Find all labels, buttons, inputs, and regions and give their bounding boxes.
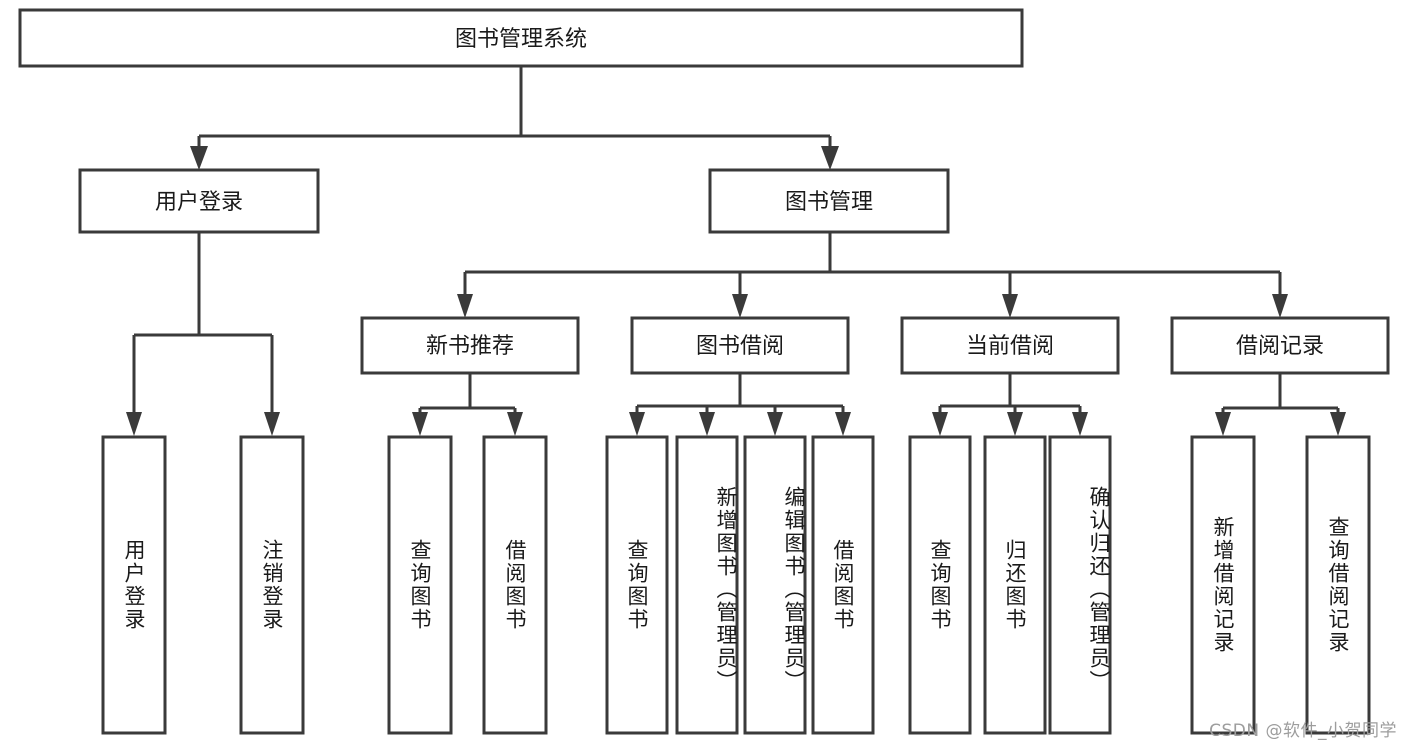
node-user-login[interactable]: 用户登录: [78, 168, 320, 234]
node-user-login-box: [78, 168, 320, 234]
arrowhead-borrow-record: [1272, 294, 1288, 318]
leaf-borrow-book-recommend-label: 借阅图书: [503, 539, 528, 631]
leaf-add-borrow-record-label: 新增借阅记录: [1211, 516, 1236, 654]
arrowhead-leaf-return-book: [1007, 412, 1023, 436]
connectors-group: [126, 66, 1346, 436]
leaf-query-book-borrow-label: 查询图书: [625, 539, 650, 631]
leaf-query-book-borrow-box[interactable]: [605, 435, 669, 735]
leaf-user-login-label: 用户登录: [122, 539, 147, 631]
node-current-borrow-box: [900, 316, 1120, 375]
node-current-borrow[interactable]: 当前借阅: [900, 316, 1120, 375]
node-borrow-record[interactable]: 借阅记录: [1170, 316, 1390, 375]
leaf-query-book-current-box[interactable]: [908, 435, 972, 735]
leaf-query-borrow-record-box[interactable]: [1305, 435, 1371, 735]
leaf-confirm-return-admin-label: 确认归还（管理员）: [1087, 485, 1111, 693]
arrowhead-current-borrow: [1002, 294, 1018, 318]
arrowhead-book-borrow: [732, 294, 748, 318]
leaf-edit-book-admin-box[interactable]: [743, 435, 807, 735]
arrowhead-leaf-query-book-borrow: [629, 412, 645, 436]
arrowhead-leaf-user-logout: [264, 412, 280, 436]
leaf-query-book-recommend-label: 查询图书: [408, 539, 433, 631]
leaf-borrow-book-label: 借阅图书: [831, 539, 856, 631]
csdn-watermark: CSDN @软件_小贺同学: [1209, 721, 1397, 741]
node-root[interactable]: 图书管理系统: [18, 8, 1024, 68]
arrowhead-leaf-query-book-current: [932, 412, 948, 436]
node-borrow-record-label: 借阅记录: [1236, 334, 1324, 359]
leaf-boxes-group: [101, 435, 1371, 735]
node-book-management[interactable]: 图书管理: [708, 168, 950, 234]
node-new-book-recommend-box: [360, 316, 580, 375]
node-book-management-label: 图书管理: [785, 190, 873, 215]
node-new-book-recommend[interactable]: 新书推荐: [360, 316, 580, 375]
leaf-borrow-book-box[interactable]: [811, 435, 875, 735]
node-root-label: 图书管理系统: [455, 27, 587, 52]
leaf-add-book-admin-label: 新增图书（管理员）: [714, 485, 738, 693]
leaf-user-logout-box[interactable]: [239, 435, 305, 735]
leaf-query-book-recommend-box[interactable]: [387, 435, 453, 735]
leaf-return-book-box[interactable]: [983, 435, 1047, 735]
arrowhead-leaf-query-book-recommend: [412, 412, 428, 436]
node-borrow-record-box: [1170, 316, 1390, 375]
node-book-management-box: [708, 168, 950, 234]
node-root-box: [18, 8, 1024, 68]
leaf-edit-book-admin-label: 编辑图书（管理员）: [782, 485, 806, 693]
leaf-user-login-box[interactable]: [101, 435, 167, 735]
arrowhead-book-management: [821, 146, 839, 170]
arrowhead-leaf-add-borrow-record: [1215, 412, 1231, 436]
leaf-add-borrow-record-box[interactable]: [1190, 435, 1256, 735]
arrowhead-leaf-borrow-book-recommend: [507, 412, 523, 436]
node-current-borrow-label: 当前借阅: [966, 334, 1054, 359]
arrowhead-new-book-recommend: [457, 294, 473, 318]
arrowhead-leaf-add-book-admin: [699, 412, 715, 436]
arrowhead-leaf-edit-book-admin: [767, 412, 783, 436]
leaf-user-logout-label: 注销登录: [260, 539, 285, 631]
leaf-confirm-return-admin-box[interactable]: [1048, 435, 1112, 735]
node-book-borrow[interactable]: 图书借阅: [630, 316, 850, 375]
leaf-add-book-admin-box[interactable]: [675, 435, 739, 735]
node-book-borrow-box: [630, 316, 850, 375]
node-book-borrow-label: 图书借阅: [696, 334, 784, 359]
leaf-query-book-current-label: 查询图书: [928, 539, 953, 631]
arrowhead-leaf-user-login: [126, 412, 142, 436]
leaf-return-book-label: 归还图书: [1003, 539, 1028, 631]
arrowhead-user-login: [190, 146, 208, 170]
leaf-query-borrow-record-label: 查询借阅记录: [1326, 516, 1351, 654]
node-user-login-label: 用户登录: [155, 190, 243, 215]
node-new-book-recommend-label: 新书推荐: [426, 334, 514, 359]
arrowhead-leaf-confirm-return-admin: [1072, 412, 1088, 436]
arrowhead-leaf-borrow-book: [835, 412, 851, 436]
leaf-borrow-book-recommend-box[interactable]: [482, 435, 548, 735]
arrowhead-leaf-query-borrow-record: [1330, 412, 1346, 436]
